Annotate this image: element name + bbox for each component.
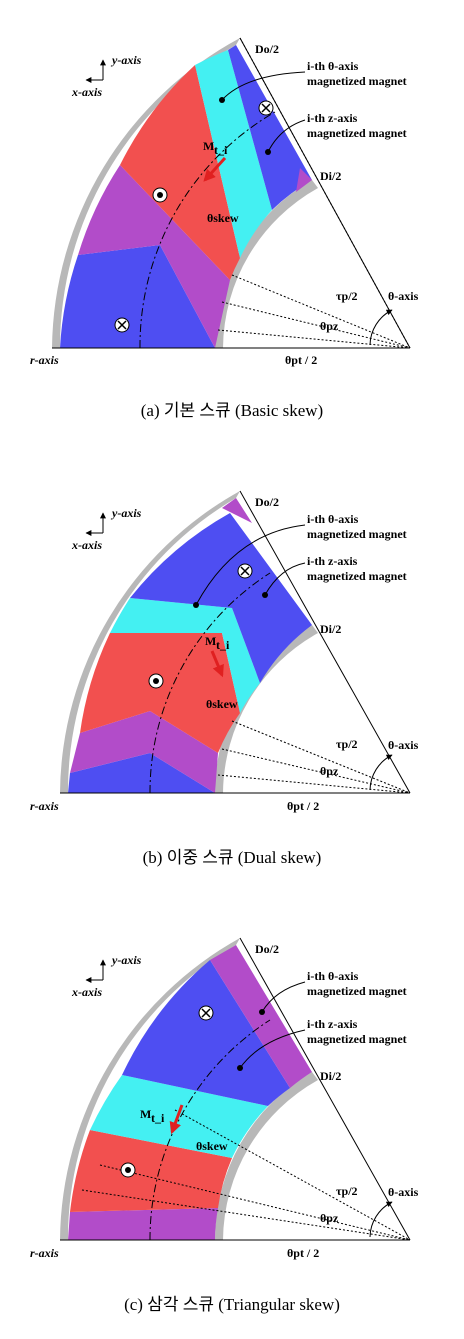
skew-label: θskew (196, 1139, 228, 1153)
theta-axis-label: θ-axis (388, 738, 419, 752)
r-axis-label: r-axis (30, 353, 59, 367)
panel-a: y-axis x-axis M t_i θskew Do/2 Di (30, 37, 419, 420)
coordinate-icon: y-axis x-axis (71, 506, 142, 552)
magnet-blue-right (228, 45, 312, 210)
theta-magnet-label-2: magnetized magnet (307, 527, 407, 541)
z-magnet-label-2: magnetized magnet (307, 569, 407, 583)
theta-axis-label: θ-axis (388, 289, 419, 303)
theta-magnet-label-2: magnetized magnet (307, 984, 407, 998)
y-axis-label: y-axis (110, 506, 142, 520)
magnet-cyan (110, 598, 260, 713)
caption: (a) 기본 스큐 (Basic skew) (141, 401, 323, 420)
z-magnet-label-1: i-th z-axis (307, 111, 358, 125)
magnet-red (80, 633, 240, 753)
theta-pt-label: θpt / 2 (287, 1246, 319, 1260)
skew-label: θskew (206, 697, 238, 711)
magnet-purple-left (78, 165, 230, 348)
cross-symbol (114, 317, 130, 333)
x-axis-label: x-axis (71, 985, 102, 999)
m-subscript: t_i (214, 143, 228, 157)
magnet-purple-corner (222, 498, 252, 523)
y-axis-label: y-axis (110, 53, 142, 67)
theta-pt-label: θpt / 2 (287, 799, 319, 813)
magnet-blue-right (130, 513, 312, 683)
di-label: Di/2 (320, 1069, 341, 1083)
do-label: Do/2 (255, 42, 279, 56)
magnet-purple-right (210, 945, 312, 1088)
coordinate-icon: y-axis x-axis (71, 953, 142, 999)
theta-magnet-label-2: magnetized magnet (307, 74, 407, 88)
magnet-purple-left (70, 711, 218, 793)
theta-axis-label: θ-axis (388, 1185, 419, 1199)
inner-ring (214, 1072, 318, 1240)
magnet-cyan (195, 50, 272, 258)
magnetization-arrow (169, 1104, 184, 1135)
theta-magnet-label-1: i-th θ-axis (307, 59, 359, 73)
x-axis-label: x-axis (71, 538, 102, 552)
x-axis-label: x-axis (71, 85, 102, 99)
magnet-blue-bottom (68, 753, 215, 793)
tau-label: τp/2 (336, 289, 358, 303)
theta-pt-label: θpt / 2 (285, 353, 317, 367)
theta-magnet-label-1: i-th θ-axis (307, 512, 359, 526)
cross-symbol (258, 100, 274, 116)
panel-b: y-axis x-axis M t_i θskew Do/2 Di/2 i-th… (30, 490, 419, 867)
outer-ring (60, 491, 240, 793)
panel-c: y-axis x-axis M t_i θskew Do/2 Di/2 i-th… (30, 937, 419, 1314)
m-label: M (203, 139, 214, 153)
di-label: Di/2 (320, 169, 341, 183)
magnet-blue (122, 960, 290, 1106)
magnet-red (120, 65, 240, 280)
z-magnet-label-1: i-th z-axis (307, 1017, 358, 1031)
do-label: Do/2 (255, 942, 279, 956)
r-axis-label: r-axis (30, 1246, 59, 1260)
magnetization-arrow (203, 156, 227, 182)
z-magnet-label-2: magnetized magnet (307, 126, 407, 140)
z-magnet-label-2: magnetized magnet (307, 1032, 407, 1046)
z-magnet-label-1: i-th z-axis (307, 554, 358, 568)
theta-pz-label: θpz (320, 319, 339, 333)
m-subscript: t_i (216, 638, 230, 652)
di-label: Di/2 (320, 622, 341, 636)
theta-pz-label: θpz (320, 1211, 339, 1225)
outer-ring (60, 938, 240, 1240)
magnet-blue-bottom (60, 245, 215, 348)
do-label: Do/2 (255, 495, 279, 509)
magnet-red (70, 1130, 232, 1212)
outer-ring (52, 38, 240, 348)
dot-symbol (152, 187, 168, 203)
m-label: M (205, 634, 216, 648)
m-subscript: t_i (151, 1111, 165, 1125)
cross-symbol (198, 1005, 214, 1021)
magnetization-arrow (210, 650, 224, 678)
dot-symbol (148, 673, 164, 689)
cross-symbol (237, 563, 253, 579)
dot-symbol (120, 1162, 136, 1178)
magnet-purple-bottom (68, 1208, 218, 1240)
theta-pz-label: θpz (320, 764, 339, 778)
theta-magnet-label-1: i-th θ-axis (307, 969, 359, 983)
skew-label: θskew (207, 211, 239, 225)
coordinate-icon: y-axis x-axis (71, 53, 142, 99)
magnet-purple-corner (296, 168, 312, 192)
caption: (b) 이중 스큐 (Dual skew) (143, 848, 322, 867)
tau-label: τp/2 (336, 737, 358, 751)
tau-label: τp/2 (336, 1184, 358, 1198)
caption: (c) 삼각 스큐 (Triangular skew) (124, 1295, 340, 1314)
r-axis-label: r-axis (30, 799, 59, 813)
y-axis-label: y-axis (110, 953, 142, 967)
m-label: M (140, 1107, 151, 1121)
